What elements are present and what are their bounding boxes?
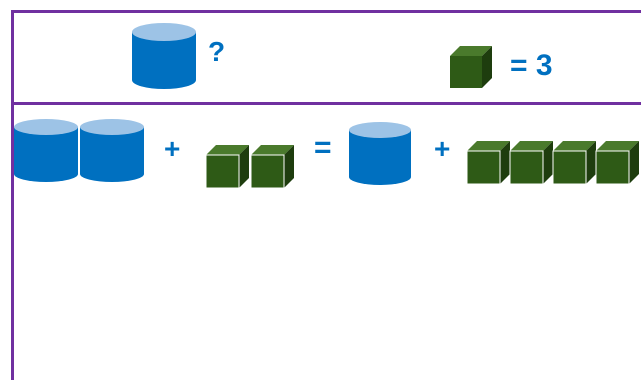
cylinder-body (132, 32, 196, 89)
right-cube (466, 141, 510, 185)
cube-value-label: = 3 (510, 49, 553, 82)
cylinder-body (349, 130, 411, 185)
left-cylinder (80, 119, 144, 182)
cylinder-top (349, 122, 411, 138)
unknown-value-label: ? (208, 36, 226, 67)
right-cylinder (349, 122, 411, 185)
equals-sign: = (314, 131, 332, 164)
cylinder-top (132, 23, 196, 41)
equation-panel-frame (11, 10, 641, 380)
cylinder-top (14, 119, 78, 135)
plus-sign-right: + (434, 133, 451, 164)
cylinder-top (80, 119, 144, 135)
right-cube (595, 141, 639, 185)
left-cube (250, 145, 294, 189)
cylinder-body (80, 127, 144, 182)
plus-sign-left: + (164, 133, 181, 164)
left-cylinder (14, 119, 78, 182)
legend-cylinder-icon (132, 23, 196, 89)
right-cube (509, 141, 553, 185)
panel-divider (11, 102, 641, 105)
right-cube (552, 141, 596, 185)
cylinder-body (14, 127, 78, 182)
legend-cube-icon (450, 46, 492, 88)
left-cube (205, 145, 249, 189)
